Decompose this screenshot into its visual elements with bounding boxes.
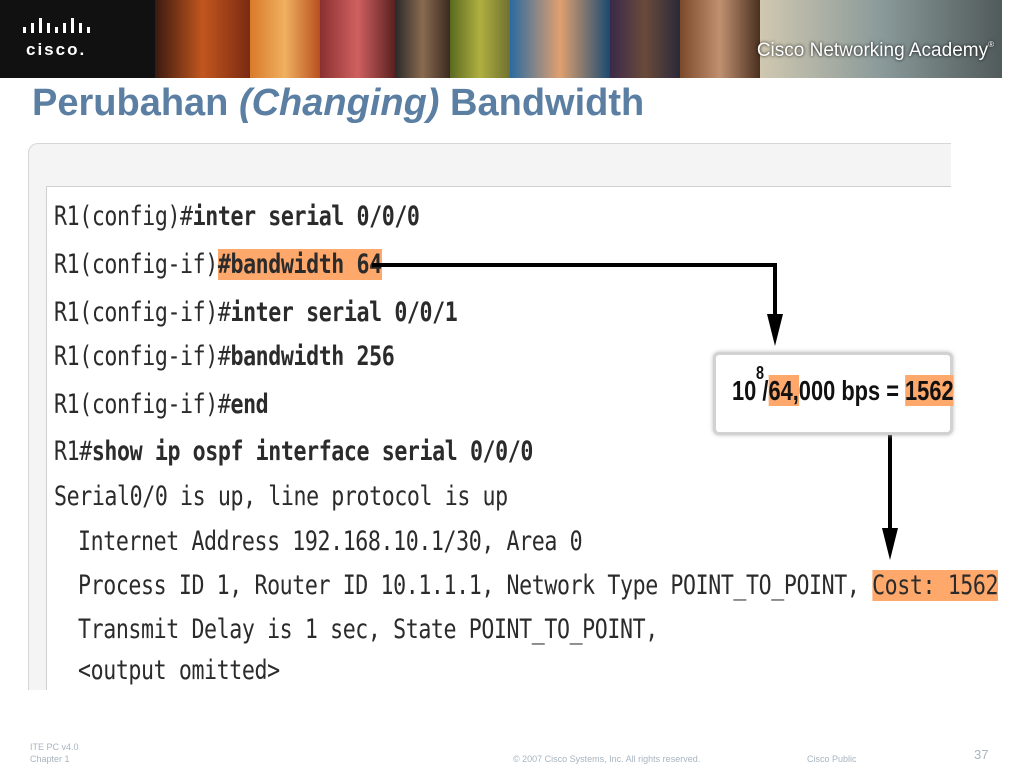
- cost-highlight: Cost: 1562: [872, 570, 999, 601]
- cost-formula-box: 8 10 /64,000 bps = 1562: [713, 352, 954, 435]
- cli-line-9: Process ID 1, Router ID 10.1.1.1, Networ…: [78, 570, 999, 601]
- banner-photo-7: [610, 0, 680, 78]
- academy-label: Cisco Networking Academy®: [756, 40, 994, 61]
- cli-line-6: R1#show ip ospf interface serial 0/0/0: [54, 436, 533, 467]
- footer-classification: Cisco Public: [807, 754, 857, 764]
- page-number: 37: [974, 747, 989, 762]
- banner-photo-2: [250, 0, 320, 78]
- cli-line-5: R1(config-if)#end: [54, 389, 269, 420]
- cli-line-11: <output omitted>: [78, 655, 280, 686]
- cli-line-2: R1(config-if)#bandwidth 64: [54, 249, 382, 280]
- footer-course: ITE PC v4.0: [30, 742, 79, 752]
- cli-line-3: R1(config-if)#inter serial 0/0/1: [54, 297, 458, 328]
- cisco-logo-text: cisco.: [26, 40, 87, 59]
- title-part-3: Bandwidth: [439, 82, 645, 124]
- formula-expression: 10 /64,000 bps = 1562: [732, 375, 954, 406]
- cli-line-7: Serial0/0 is up, line protocol is up: [54, 481, 508, 512]
- cisco-bars-icon: [23, 18, 90, 33]
- formula-divisor-highlight: 64,: [768, 375, 799, 406]
- banner-photo-8: [680, 0, 760, 78]
- title-part-1: Perubahan: [32, 82, 239, 124]
- formula-exponent: 8: [756, 363, 765, 383]
- header-banner: cisco. Cisco Networking Academy®: [0, 0, 1002, 78]
- bandwidth-64-highlight: #bandwidth 64: [217, 249, 382, 280]
- banner-photo-3: [320, 0, 395, 78]
- banner-photo-6: [510, 0, 610, 78]
- banner-photo-9: [760, 0, 1002, 78]
- banner-photo-1: [155, 0, 250, 78]
- footer-copyright: © 2007 Cisco Systems, Inc. All rights re…: [513, 754, 701, 764]
- cisco-logo: cisco.: [0, 0, 155, 78]
- footer-chapter: Chapter 1: [30, 754, 70, 764]
- title-part-2: (Changing): [238, 82, 440, 124]
- formula-result-highlight: 1562: [905, 375, 954, 406]
- cli-line-8: Internet Address 192.168.10.1/30, Area 0: [78, 526, 583, 557]
- cli-line-1: R1(config)#inter serial 0/0/0: [54, 201, 420, 232]
- page-title: Perubahan (Changing) Bandwidth: [32, 82, 644, 125]
- cli-line-10: Transmit Delay is 1 sec, State POINT_TO_…: [78, 614, 658, 645]
- banner-photo-5: [450, 0, 510, 78]
- footer-course-info: ITE PC v4.0 Chapter 1: [30, 741, 79, 765]
- cli-line-4: R1(config-if)#bandwidth 256: [54, 341, 395, 372]
- banner-photo-4: [395, 0, 450, 78]
